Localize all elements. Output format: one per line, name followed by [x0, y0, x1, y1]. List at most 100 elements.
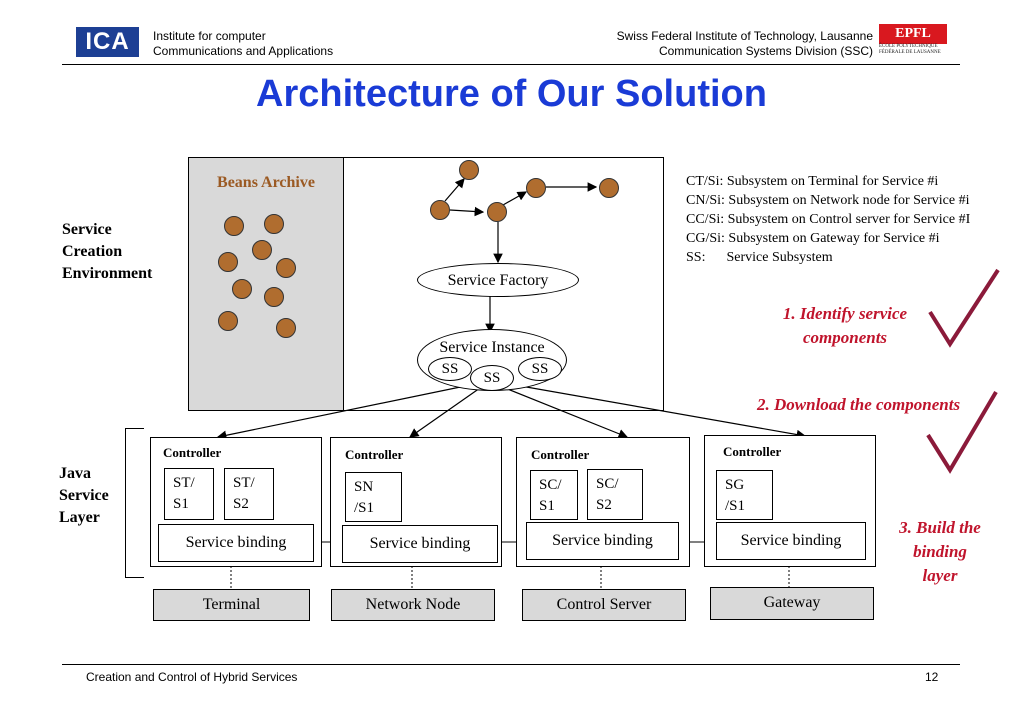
- subsystem-ss: SS: [428, 357, 472, 381]
- controller-label: Controller: [163, 445, 222, 460]
- subsystem-box: SC/ S2: [587, 469, 643, 520]
- service-binding: Service binding: [342, 525, 498, 563]
- step-1-line-2: components: [802, 328, 888, 347]
- subsystem-line-2: S1: [539, 498, 555, 514]
- graph-arrow: [502, 191, 528, 206]
- bean: [218, 252, 238, 272]
- subsystem-line-1: SC/: [539, 477, 562, 493]
- bean: [224, 216, 244, 236]
- subsystem-line-1: SG: [725, 477, 745, 493]
- java-service-layer-label: Java Service Layer: [59, 463, 109, 529]
- controller-label: Controller: [723, 444, 782, 459]
- bean: [264, 214, 284, 234]
- legend-line: CT/Si: Subsystem on Terminal for Service…: [686, 174, 939, 189]
- subsystem-box: ST/ S1: [164, 468, 214, 520]
- subsystem-box: ST/ S2: [224, 468, 274, 520]
- subsystem-box: SG /S1: [716, 470, 773, 520]
- subsystem-ss: SS: [470, 365, 514, 391]
- subsystem-line-2: S1: [173, 496, 189, 512]
- sce-line-2: Creation: [62, 243, 123, 260]
- jsl-line-3: Layer: [59, 509, 100, 526]
- node-network-node: Network Node: [331, 589, 495, 621]
- step-1-identify: 1. Identify service components: [760, 302, 930, 350]
- legend-line: CG/Si: Subsystem on Gateway for Service …: [686, 231, 940, 246]
- institute-line-1: Institute for computer: [153, 29, 266, 43]
- download-arrow: [409, 387, 481, 438]
- slide-title: Architecture of Our Solution: [256, 73, 767, 115]
- subsystem-box: SN /S1: [345, 472, 402, 522]
- subsystem-box: SC/ S1: [530, 470, 578, 520]
- legend-line: CC/Si: Subsystem on Control server for S…: [686, 212, 971, 227]
- node-terminal: Terminal: [153, 589, 310, 621]
- service-factory: Service Factory: [417, 263, 579, 297]
- page-number: 12: [925, 670, 939, 684]
- service-binding: Service binding: [158, 524, 314, 562]
- subsystem-line-1: SC/: [596, 476, 619, 492]
- university-name: Swiss Federal Institute of Technology, L…: [617, 29, 873, 59]
- bean: [276, 258, 296, 278]
- step-3-line-1: 3. Build the: [899, 518, 981, 537]
- bean: [252, 240, 272, 260]
- step-1-line-1: 1. Identify service: [782, 304, 908, 323]
- download-arrow: [216, 384, 471, 441]
- sce-line-3: Environment: [62, 265, 153, 282]
- step-3-line-3: layer: [922, 566, 958, 585]
- service-creation-environment-label: Service Creation Environment: [62, 219, 152, 285]
- header-divider: [62, 64, 960, 65]
- subsystem-ss: SS: [518, 357, 562, 381]
- jsl-line-1: Java: [59, 465, 91, 482]
- java-layer-bracket: [125, 428, 144, 578]
- legend-line: SS: Service Subsystem: [686, 250, 833, 265]
- subsystem-line-1: ST/: [173, 475, 195, 491]
- node-control-server: Control Server: [522, 589, 686, 621]
- subsystem-line-1: SN: [354, 479, 374, 495]
- institute-line-2: Communications and Applications: [153, 44, 334, 58]
- bean: [487, 202, 507, 222]
- step-3-build: 3. Build the binding layer: [880, 516, 1000, 588]
- bean: [599, 178, 619, 198]
- footer-divider: [62, 664, 960, 665]
- footer-title: Creation and Control of Hybrid Services: [86, 670, 298, 684]
- epfl-logo-sub-1: ÉCOLE POLYTECHNIQUE: [879, 44, 938, 49]
- legend: CT/Si: Subsystem on Terminal for Service…: [686, 172, 970, 267]
- subsystem-line-1: ST/: [233, 475, 255, 491]
- download-arrow: [504, 387, 629, 439]
- bean: [276, 318, 296, 338]
- legend-line: CN/Si: Subsystem on Network node for Ser…: [686, 193, 970, 208]
- controller-label: Controller: [531, 447, 590, 462]
- bean: [459, 160, 479, 180]
- node-gateway: Gateway: [710, 587, 874, 620]
- subsystem-line-2: S2: [596, 497, 612, 513]
- institute-name: Institute for computer Communications an…: [153, 29, 333, 59]
- service-binding: Service binding: [526, 522, 679, 560]
- service-binding: Service binding: [716, 522, 866, 560]
- step-3-line-2: binding: [913, 542, 967, 561]
- graph-arrow: [444, 178, 465, 202]
- bean: [232, 279, 252, 299]
- controller-label: Controller: [345, 447, 404, 462]
- subsystem-line-2: /S1: [725, 498, 746, 514]
- checkmark-2: [926, 390, 998, 474]
- ica-logo: ICA: [76, 27, 139, 57]
- checkmark-1: [928, 268, 1000, 348]
- jsl-line-2: Service: [59, 487, 109, 504]
- beans-archive-label: Beans Archive: [217, 174, 315, 191]
- sce-line-1: Service: [62, 221, 112, 238]
- step-2-download: 2. Download the components: [757, 395, 961, 414]
- university-line-2: Communication Systems Division (SSC): [658, 44, 873, 58]
- bean: [264, 287, 284, 307]
- service-instance-label: Service Instance: [439, 339, 545, 356]
- download-arrow: [514, 384, 807, 440]
- bean: [430, 200, 450, 220]
- university-line-1: Swiss Federal Institute of Technology, L…: [616, 29, 873, 43]
- bean: [218, 311, 238, 331]
- subsystem-line-2: /S1: [354, 500, 375, 516]
- bean: [526, 178, 546, 198]
- epfl-logo-sub-2: FÉDÉRALE DE LAUSANNE: [879, 50, 941, 55]
- graph-arrow: [449, 206, 485, 217]
- beans-archive-panel: [188, 157, 344, 411]
- epfl-logo-mark: EPFL: [879, 24, 947, 44]
- subsystem-line-2: S2: [233, 496, 249, 512]
- epfl-logo: EPFL ÉCOLE POLYTECHNIQUE FÉDÉRALE DE LAU…: [879, 24, 959, 64]
